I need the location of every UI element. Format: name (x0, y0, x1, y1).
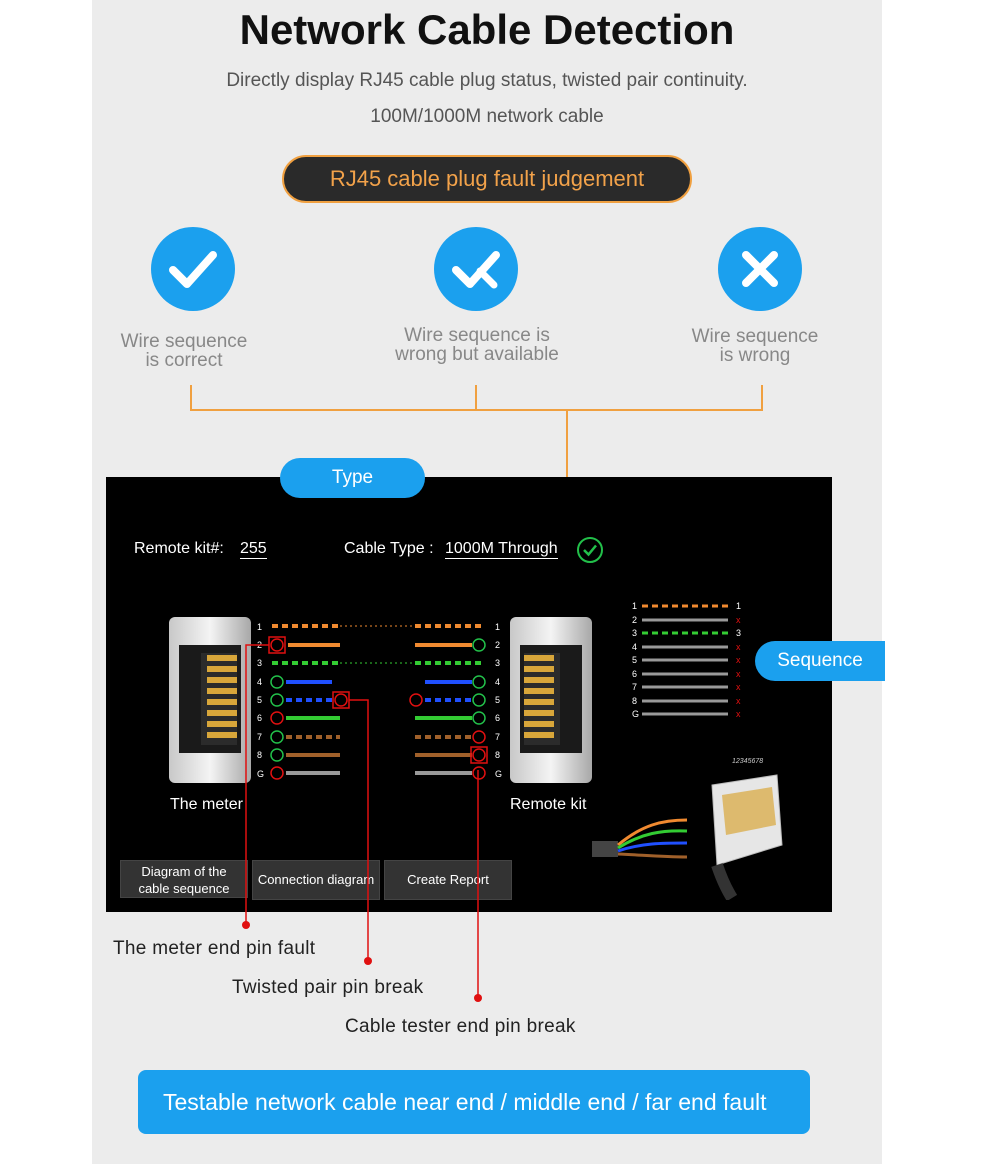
cross-icon (718, 227, 802, 311)
pin-label-right-3: 3 (495, 658, 500, 668)
remote-kit-value: 255 (240, 540, 267, 559)
callout-leaders (245, 644, 479, 998)
svg-text:x: x (736, 682, 741, 692)
callout-dot-meter-end (242, 921, 250, 929)
subtitle-line-2: 100M/1000M network cable (370, 106, 604, 127)
callout-meter-end-pin-fault: The meter end pin fault (113, 938, 316, 959)
callout-twisted-pair-pin-break: Twisted pair pin break (232, 977, 424, 998)
subtitle-line-1: Directly display RJ45 cable plug status,… (226, 70, 748, 91)
svg-text:8: 8 (632, 696, 637, 706)
page-title: Network Cable Detection (239, 6, 735, 53)
connector-code: 12345678 (732, 758, 764, 765)
svg-text:x: x (736, 615, 741, 625)
svg-text:6: 6 (632, 669, 637, 679)
svg-text:2: 2 (632, 615, 637, 625)
pin-label-left-8: 8 (257, 750, 262, 760)
pin-label-right-8: 8 (495, 750, 500, 760)
svg-text:G: G (632, 709, 639, 719)
tab-create-report[interactable]: Create Report (384, 860, 512, 900)
pin-label-left-1: 1 (257, 622, 262, 632)
svg-text:3: 3 (632, 628, 637, 638)
svg-text:1: 1 (632, 601, 637, 611)
type-label: Type (280, 458, 425, 498)
svg-text:5: 5 (632, 655, 637, 665)
cable-ok-icon (577, 537, 603, 563)
svg-text:x: x (736, 642, 741, 652)
check-icon (151, 227, 235, 311)
footer-banner: Testable network cable near end / middle… (138, 1070, 810, 1134)
cable-type-label: Cable Type : (344, 540, 434, 557)
svg-text:7: 7 (632, 682, 637, 692)
svg-text:x: x (736, 709, 741, 719)
svg-text:3: 3 (736, 628, 741, 638)
partial-check-icon (434, 227, 518, 311)
meter-jack-icon (169, 617, 251, 783)
pin-label-right-1: 1 (495, 622, 500, 632)
svg-text:4: 4 (632, 642, 637, 652)
callout-tester-end-pin-break: Cable tester end pin break (345, 1016, 576, 1037)
remote-jack-icon (510, 617, 592, 783)
meter-label: The meter (170, 796, 243, 813)
pin-label-right-4: 4 (495, 677, 500, 687)
cable-type-value: 1000M Through (445, 540, 558, 559)
remote-kit-label-bottom: Remote kit (510, 796, 587, 813)
pin-label-left-6: 6 (257, 713, 262, 723)
pin-label-left-4: 4 (257, 677, 262, 687)
pin-label-right-g: G (495, 769, 502, 779)
svg-text:x: x (736, 655, 741, 665)
svg-text:1: 1 (736, 601, 741, 611)
pin-label-right-7: 7 (495, 732, 500, 742)
pin-label-left-7: 7 (257, 732, 262, 742)
callout-dot-tester-end (474, 994, 482, 1002)
svg-text:x: x (736, 696, 741, 706)
fault-judgement-badge: RJ45 cable plug fault judgement (282, 155, 692, 203)
callout-dot-twisted-pair (364, 957, 372, 965)
tab-connection-diagram[interactable]: Connection diagram (252, 860, 380, 900)
pin-label-left-3: 3 (257, 658, 262, 668)
pin-label-right-6: 6 (495, 713, 500, 723)
sequence-label: Sequence (755, 641, 885, 681)
svg-text:x: x (736, 669, 741, 679)
pin-label-right-2: 2 (495, 640, 500, 650)
remote-kit-label: Remote kit#: (134, 540, 224, 557)
pin-label-left-g: G (257, 769, 264, 779)
pin-label-left-5: 5 (257, 695, 262, 705)
rj45-connector-illustration (592, 774, 783, 900)
pin-label-right-5: 5 (495, 695, 500, 705)
